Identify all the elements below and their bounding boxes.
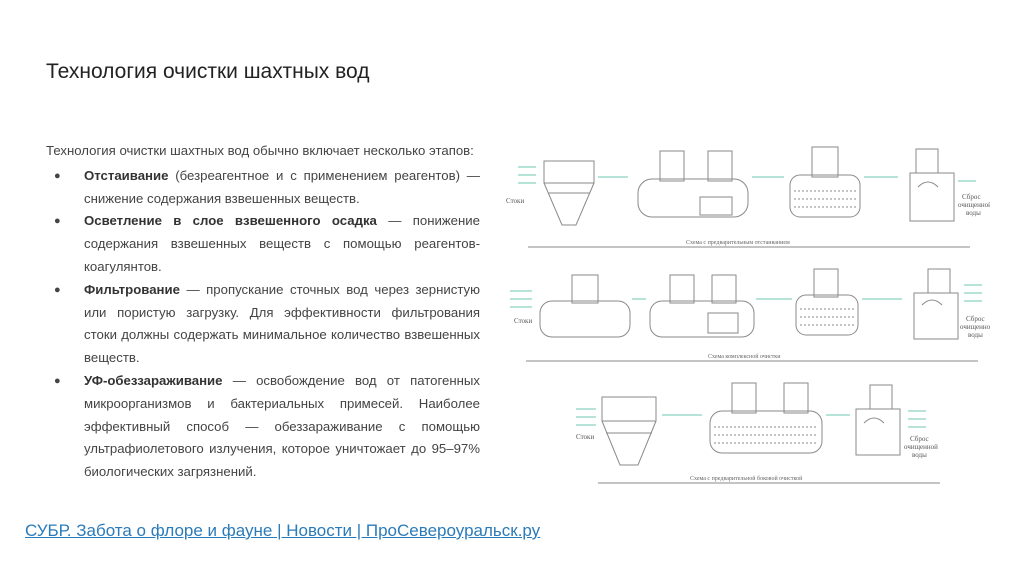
- bullet-icon: ●: [54, 374, 61, 387]
- list-item: ● Фильтрование — пропускание сточных вод …: [46, 279, 480, 370]
- clarifier-tank-icon: [637, 150, 749, 218]
- list-item: ● Осветление в слое взвешенного осадка — …: [46, 210, 480, 278]
- content-text: Технология очистки шахтных вод обычно вк…: [46, 140, 480, 484]
- step-term: Отстаивание: [84, 167, 169, 183]
- settling-tank-icon: [543, 160, 595, 226]
- inlet-label: Стоки: [506, 197, 524, 205]
- inlet-label: Стоки: [576, 433, 594, 441]
- intro-text: Технология очистки шахтных вод обычно вк…: [46, 143, 474, 158]
- slide-title: Технология очистки шахтных вод: [46, 60, 370, 83]
- outlet-arrows-icon: [964, 284, 982, 302]
- uv-unit-icon: [855, 384, 901, 456]
- steps-list: ● Отстаивание (безреагентное и с применен…: [46, 165, 480, 484]
- schemes-svg: Стоки Сброс очищенной воды Схем: [506, 146, 990, 484]
- outlet-label: воды: [912, 451, 927, 459]
- outlet-arrows-icon: [908, 410, 926, 428]
- list-item: ● Отстаивание (безреагентное и с применен…: [46, 165, 480, 211]
- outlet-label: Сброс: [962, 193, 981, 201]
- filter-tank-icon: [789, 146, 861, 218]
- outlet-label: очищенной: [904, 443, 938, 451]
- step-term: Осветление в слое взвешенного осадка: [84, 213, 377, 229]
- clarifier-tank-icon: [649, 274, 755, 338]
- outlet-label: воды: [968, 331, 983, 339]
- filter-tank-icon: [795, 268, 859, 336]
- inlet-arrows-icon: [510, 290, 532, 308]
- step-text: (безреагентное и с применением реагентов…: [84, 167, 480, 206]
- step-term: Фильтрование: [84, 281, 180, 297]
- combined-filter-icon: [709, 382, 823, 454]
- list-item: ● УФ-обеззараживание — освобождение вод о…: [46, 370, 480, 484]
- scheme-row-2: Стоки Сброс очищенной воды: [510, 268, 990, 362]
- bullet-icon: ●: [54, 283, 61, 296]
- inlet-label: Стоки: [514, 317, 532, 325]
- inlet-arrows-icon: [576, 408, 596, 426]
- settling-tank-icon: [601, 396, 657, 466]
- scheme-row-1: Стоки Сброс очищенной воды Схем: [506, 146, 990, 248]
- scheme-caption: Схема с предварительным отстаиванием: [686, 240, 790, 246]
- bullet-icon: ●: [54, 169, 61, 182]
- step-text: — понижение содержания взвешенных вещест…: [84, 213, 480, 274]
- step-text: — освобождение вод от патогенных микроор…: [84, 372, 480, 480]
- treatment-schemes-diagram: Стоки Сброс очищенной воды Схем: [500, 135, 990, 505]
- scheme-row-3: Стоки Сброс очищенной воды Схема с предв…: [576, 382, 940, 484]
- outlet-label: очищенной: [960, 323, 990, 331]
- scheme-caption: Схема с предварительной боковой очисткой: [690, 475, 803, 482]
- source-link[interactable]: СУБР. Забота о флоре и фауне | Новости |…: [25, 521, 541, 540]
- outlet-label: Сброс: [966, 315, 985, 323]
- bullet-icon: ●: [54, 215, 61, 228]
- step-term: УФ-обеззараживание: [84, 372, 223, 388]
- outlet-label: Сброс: [910, 435, 929, 443]
- uv-unit-icon: [909, 148, 955, 222]
- scheme-caption: Схема комплексной очистки: [708, 353, 781, 360]
- step-text: — пропускание сточных вод через зернисту…: [84, 281, 480, 366]
- primary-tank-icon: [539, 274, 631, 338]
- inlet-arrows-icon: [518, 166, 536, 184]
- outlet-label: очищенной: [958, 201, 990, 209]
- outlet-label: воды: [966, 209, 981, 217]
- uv-unit-icon: [913, 268, 959, 340]
